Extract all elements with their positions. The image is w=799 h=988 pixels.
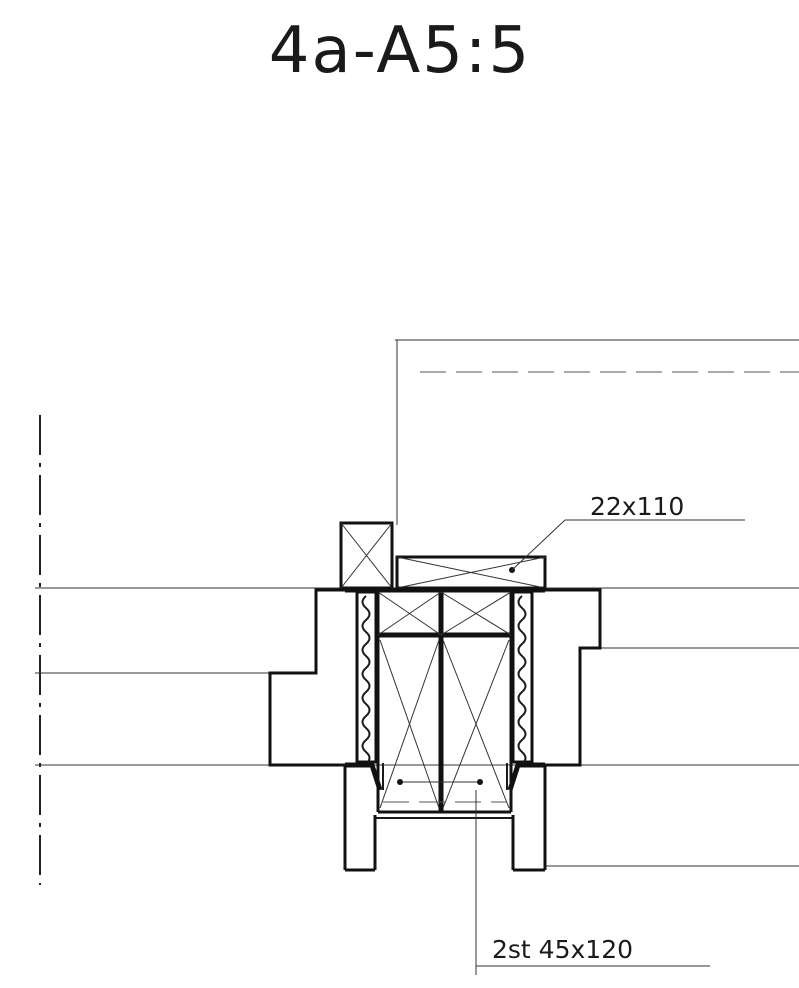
right-wall-outline — [511, 588, 602, 872]
top-member-label: 22x110 — [590, 492, 684, 521]
bottom-member-label: 2st 45x120 — [492, 935, 633, 964]
left-wall-outline — [268, 588, 377, 872]
inner-frame — [376, 592, 513, 814]
label-bottom-member: 2st 45x120 — [476, 935, 710, 967]
label-top-member: 22x110 — [511, 492, 745, 571]
drawing-title: 4a-A5:5 — [269, 14, 531, 88]
upper-cross-squares — [377, 591, 512, 636]
top-board-22x110 — [395, 555, 547, 590]
right-insulation — [511, 590, 534, 765]
double-studs-45x120 — [379, 639, 510, 809]
top-left-block — [339, 521, 394, 590]
corner-brackets — [345, 762, 545, 791]
level-lines — [35, 587, 799, 867]
upper-reference-lines — [395, 339, 799, 525]
left-insulation — [355, 590, 378, 765]
